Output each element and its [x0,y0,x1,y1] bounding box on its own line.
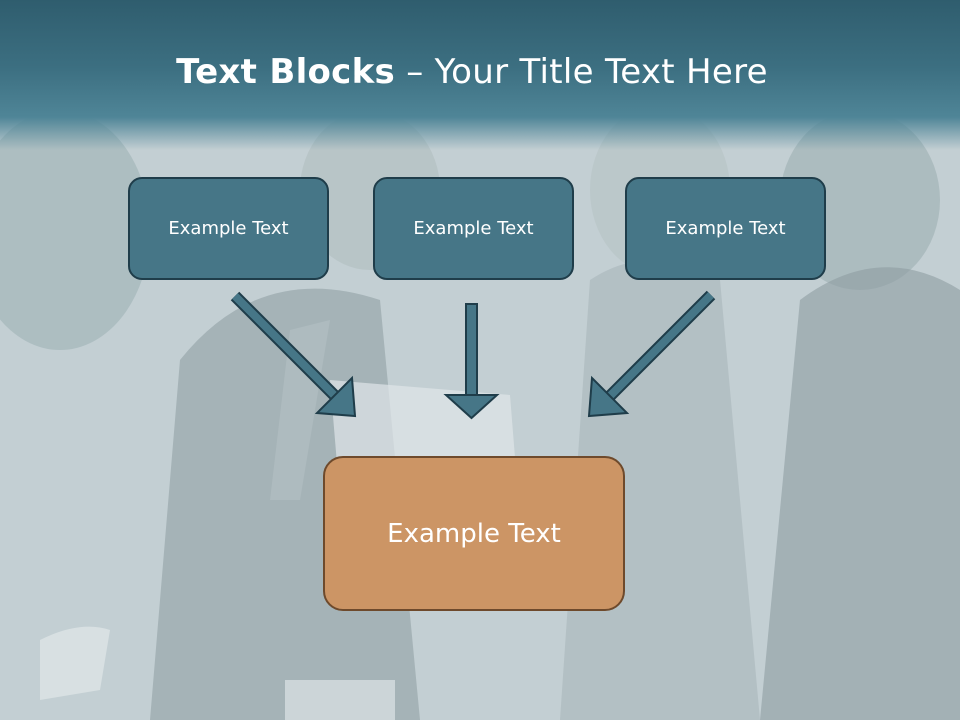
text-block-2[interactable]: Example Text [373,177,574,280]
main-text-block-label: Example Text [387,518,561,549]
text-block-1-label: Example Text [168,218,289,239]
title-bold: Text Blocks [176,52,396,92]
main-text-block[interactable]: Example Text [323,456,625,611]
text-block-2-label: Example Text [413,218,534,239]
header-band [0,0,960,150]
text-block-3[interactable]: Example Text [625,177,826,280]
title-rest: – Your Title Text Here [395,52,768,92]
text-block-1[interactable]: Example Text [128,177,329,280]
text-block-3-label: Example Text [665,218,786,239]
slide-title: Text Blocks – Your Title Text Here [0,52,944,92]
